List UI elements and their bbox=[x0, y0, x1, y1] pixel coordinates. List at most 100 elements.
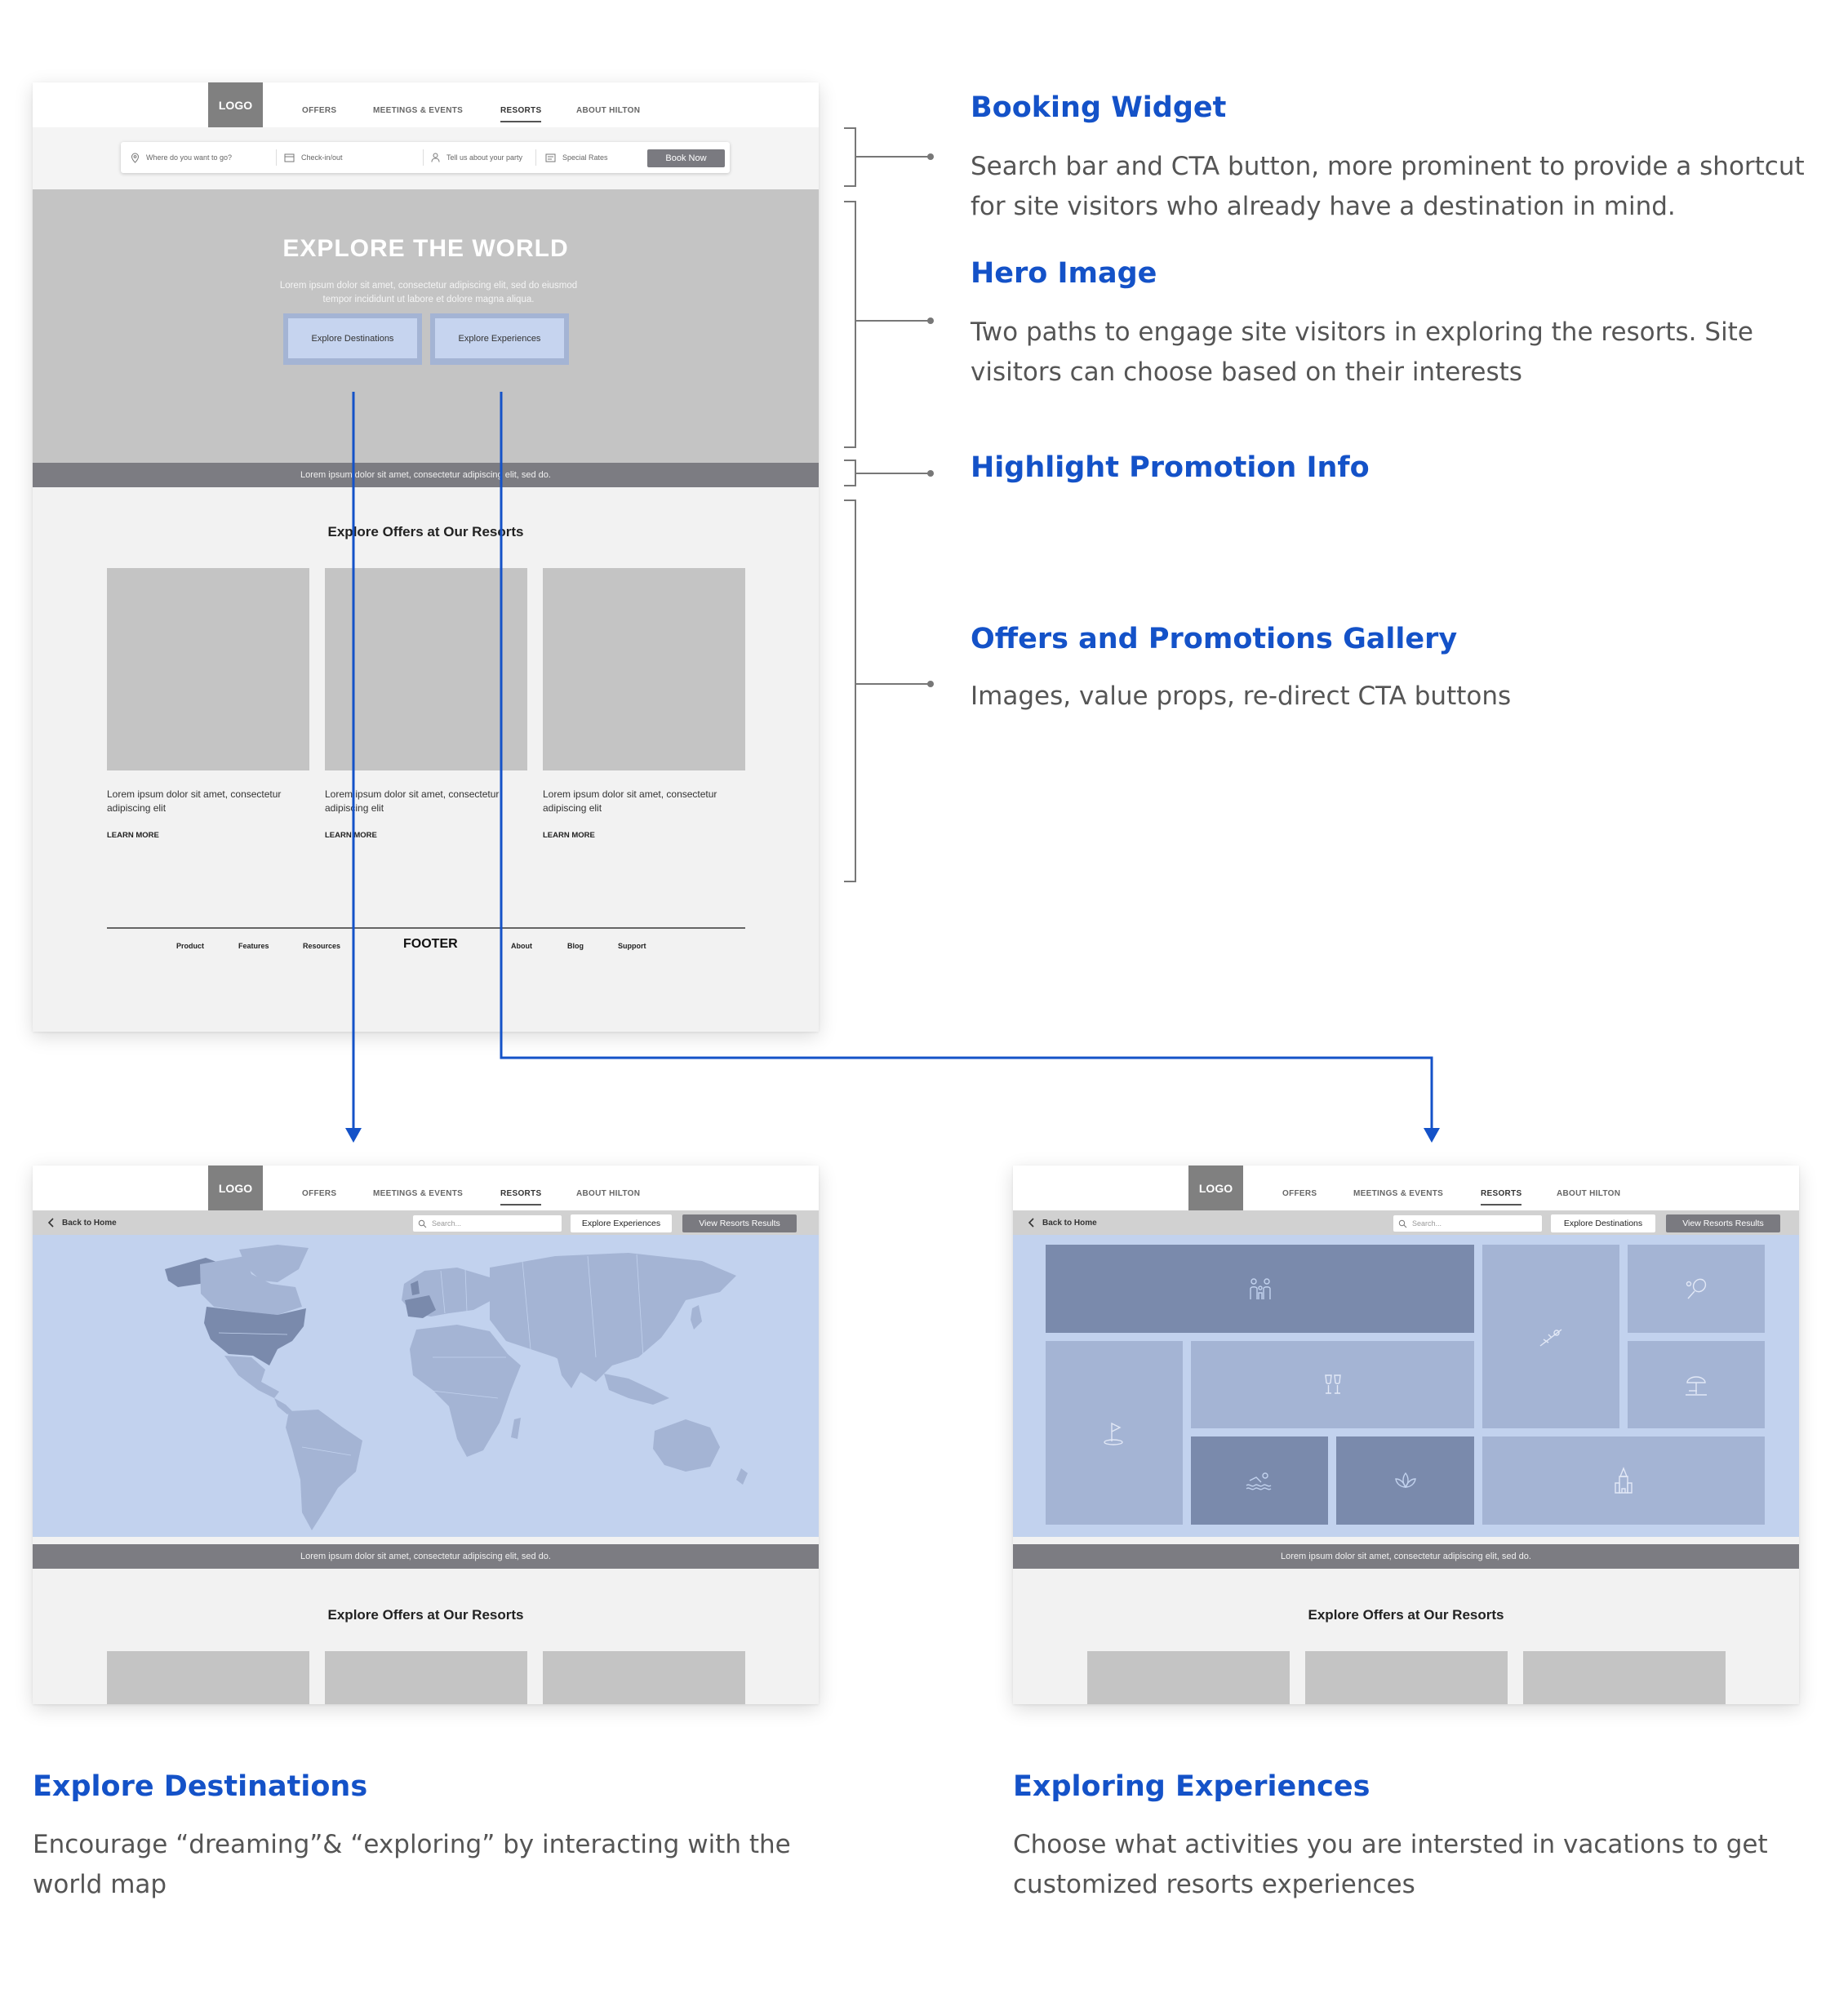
experience-tile-beach[interactable] bbox=[1628, 1341, 1765, 1428]
footer-link-about[interactable]: About bbox=[511, 942, 532, 950]
booking-widget: Where do you want to go? Check-in/out Te… bbox=[121, 142, 730, 173]
offer-card-image[interactable] bbox=[325, 1651, 527, 1704]
experience-tile-family[interactable] bbox=[1046, 1245, 1474, 1333]
footer-title: FOOTER bbox=[403, 937, 458, 951]
top-nav: LOGO OFFERS MEETINGS & EVENTS RESORTS AB… bbox=[33, 1166, 819, 1210]
nav-meetings-events[interactable]: MEETINGS & EVENTS bbox=[373, 106, 464, 115]
search-icon bbox=[418, 1219, 427, 1228]
logo[interactable]: LOGO bbox=[208, 1166, 263, 1210]
offer-card-image[interactable] bbox=[1305, 1651, 1508, 1704]
logo[interactable]: LOGO bbox=[208, 82, 263, 127]
party-placeholder: Tell us about your party bbox=[446, 153, 523, 162]
back-to-home-link[interactable]: Back to Home bbox=[1028, 1210, 1097, 1235]
map-western-europe bbox=[405, 1295, 436, 1318]
offer-card-image[interactable] bbox=[107, 568, 309, 770]
nav-resorts[interactable]: RESORTS bbox=[500, 106, 542, 122]
map-usa bbox=[204, 1307, 306, 1365]
nav-offers[interactable]: OFFERS bbox=[302, 106, 337, 115]
offer-card-image[interactable] bbox=[107, 1651, 309, 1704]
nav-about-hilton[interactable]: ABOUT HILTON bbox=[1557, 1189, 1621, 1198]
nav-resorts[interactable]: RESORTS bbox=[500, 1189, 542, 1206]
map-australia bbox=[653, 1419, 720, 1472]
offer-card-image[interactable] bbox=[543, 568, 745, 770]
experience-tile-tennis[interactable] bbox=[1628, 1245, 1765, 1333]
world-map-graphic bbox=[165, 1245, 748, 1530]
nav-about-hilton[interactable]: ABOUT HILTON bbox=[576, 106, 641, 115]
back-label: Back to Home bbox=[62, 1218, 117, 1228]
arrow-head-destinations bbox=[345, 1128, 362, 1143]
experience-tile-swimming[interactable] bbox=[1191, 1436, 1328, 1525]
search-input[interactable]: Search... bbox=[1393, 1215, 1542, 1232]
explore-destinations-button[interactable]: Explore Destinations bbox=[1551, 1214, 1655, 1232]
nav-offers[interactable]: OFFERS bbox=[302, 1189, 337, 1198]
explore-experiences-button[interactable]: Explore Experiences bbox=[435, 318, 564, 358]
bracket-booking bbox=[844, 127, 931, 187]
rates-icon bbox=[545, 153, 556, 162]
back-label: Back to Home bbox=[1042, 1218, 1097, 1228]
explore-experiences-button-wrap: Explore Experiences bbox=[430, 313, 569, 365]
divider bbox=[535, 149, 536, 166]
annotation-desc-exploring-experiences: Choose what activities you are intersted… bbox=[1013, 1830, 1768, 1899]
destination-field[interactable]: Where do you want to go? bbox=[131, 142, 232, 173]
map-new-zealand bbox=[736, 1468, 748, 1485]
experience-tile-theme-park[interactable] bbox=[1482, 1436, 1765, 1525]
family-icon bbox=[1249, 1278, 1271, 1299]
dates-placeholder: Check-in/out bbox=[301, 153, 343, 162]
nav-resorts[interactable]: RESORTS bbox=[1481, 1189, 1522, 1206]
footer-link-product[interactable]: Product bbox=[176, 942, 205, 950]
offer-card-image[interactable] bbox=[1087, 1651, 1290, 1704]
dates-field[interactable]: Check-in/out bbox=[284, 142, 343, 173]
annotation-brackets bbox=[844, 127, 931, 882]
chevron-left-icon bbox=[1028, 1218, 1034, 1228]
footer-link-features[interactable]: Features bbox=[238, 942, 269, 950]
annotation-desc-booking-widget: Search bar and CTA button, more prominen… bbox=[971, 152, 1805, 221]
location-pin-icon bbox=[131, 152, 140, 163]
view-resorts-results-button[interactable]: View Resorts Results bbox=[682, 1214, 797, 1232]
learn-more-link[interactable]: LEARN MORE bbox=[107, 831, 159, 840]
explore-experiences-button[interactable]: Explore Experiences bbox=[571, 1214, 672, 1232]
experience-tile-spa[interactable] bbox=[1336, 1436, 1474, 1525]
footer-link-support[interactable]: Support bbox=[618, 942, 646, 950]
experience-tile-dining[interactable] bbox=[1191, 1341, 1474, 1428]
person-icon bbox=[431, 153, 440, 162]
learn-more-link[interactable]: LEARN MORE bbox=[543, 831, 595, 840]
book-now-button[interactable]: Book Now bbox=[647, 149, 725, 167]
nav-meetings-events[interactable]: MEETINGS & EVENTS bbox=[1353, 1189, 1444, 1198]
logo[interactable]: LOGO bbox=[1188, 1166, 1243, 1210]
learn-more-link[interactable]: LEARN MORE bbox=[325, 831, 377, 840]
map-mexico bbox=[224, 1356, 279, 1398]
map-southeast-asia bbox=[604, 1374, 669, 1405]
divider bbox=[423, 149, 424, 166]
search-input[interactable]: Search... bbox=[413, 1215, 562, 1232]
offer-card-image[interactable] bbox=[1523, 1651, 1726, 1704]
promo-bar: Lorem ipsum dolor sit amet, consectetur … bbox=[33, 463, 819, 487]
swimming-icon bbox=[1246, 1472, 1272, 1490]
offer-card-image[interactable] bbox=[325, 568, 527, 770]
footer-divider bbox=[107, 927, 745, 929]
footer-link-resources[interactable]: Resources bbox=[303, 942, 341, 950]
nav-about-hilton[interactable]: ABOUT HILTON bbox=[576, 1189, 641, 1198]
experience-tile-golf[interactable] bbox=[1046, 1341, 1183, 1525]
bracket-dots bbox=[927, 153, 934, 687]
experience-tile-snorkel[interactable] bbox=[1482, 1245, 1619, 1428]
golf-icon bbox=[1104, 1422, 1123, 1445]
party-field[interactable]: Tell us about your party bbox=[431, 142, 522, 173]
map-japan bbox=[691, 1305, 702, 1330]
nav-offers[interactable]: OFFERS bbox=[1282, 1189, 1317, 1198]
world-map[interactable] bbox=[33, 1235, 819, 1537]
footer-link-blog[interactable]: Blog bbox=[567, 942, 584, 950]
view-resorts-results-button[interactable]: View Resorts Results bbox=[1666, 1214, 1780, 1232]
explore-destinations-button[interactable]: Explore Destinations bbox=[288, 318, 417, 358]
lotus-icon bbox=[1394, 1472, 1416, 1489]
special-rates-field[interactable]: Special Rates bbox=[545, 142, 608, 173]
back-to-home-link[interactable]: Back to Home bbox=[47, 1210, 117, 1235]
map-india bbox=[555, 1348, 584, 1388]
offers-title: Explore Offers at Our Resorts bbox=[1308, 1607, 1504, 1623]
map-south-america bbox=[286, 1410, 362, 1530]
home-wireframe: LOGO OFFERS MEETINGS & EVENTS RESORTS AB… bbox=[33, 82, 819, 1032]
map-africa bbox=[410, 1325, 521, 1457]
snorkel-icon bbox=[1539, 1328, 1562, 1347]
map-uk bbox=[411, 1281, 420, 1295]
offer-card-image[interactable] bbox=[543, 1651, 745, 1704]
nav-meetings-events[interactable]: MEETINGS & EVENTS bbox=[373, 1189, 464, 1198]
